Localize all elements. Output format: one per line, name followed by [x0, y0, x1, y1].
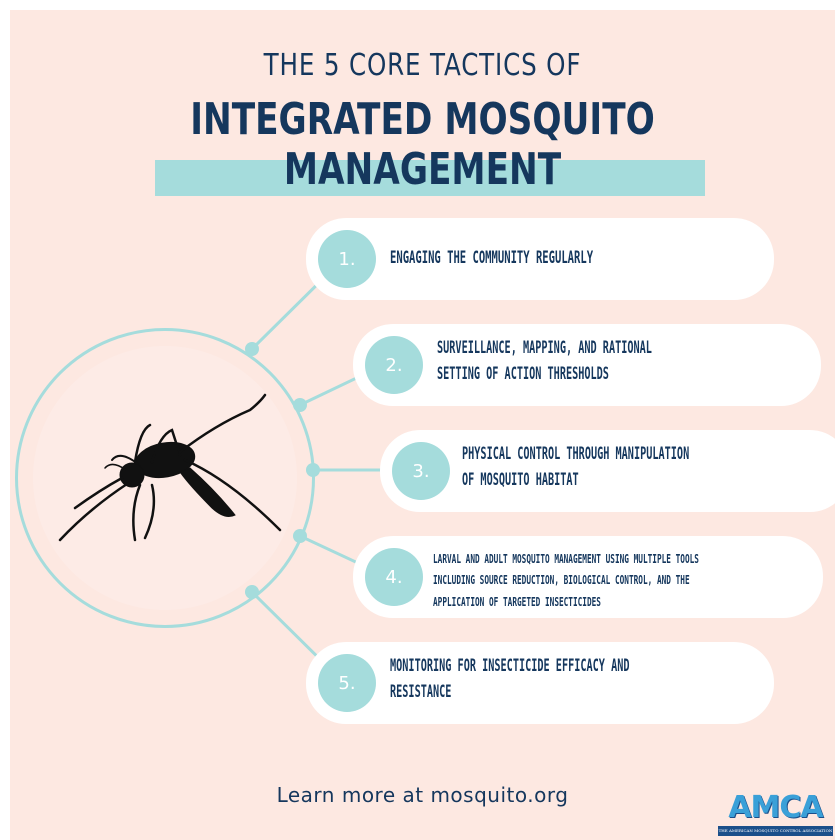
mosquito-icon — [58, 393, 282, 542]
amca-logo: AMCA THE AMERICAN MOSQUITO CONTROL ASSOC… — [718, 790, 833, 838]
tactic-number-2: 2. — [365, 336, 423, 394]
tactic-number-4: 4. — [365, 548, 423, 606]
tactic-2-line-2: SETTING OF ACTION THRESHOLDS — [437, 364, 609, 385]
tactic-text-1: ENGAGING THE COMMUNITY REGULARLY — [390, 245, 593, 271]
tactic-text-5: MONITORING FOR INSECTICIDE EFFICACY AND … — [390, 653, 630, 706]
tactic-number-1: 1. — [318, 230, 376, 288]
tactic-3-line-2: OF MOSQUITO HABITAT — [462, 470, 579, 491]
tactic-card-2: 2. SURVEILLANCE, MAPPING, AND RATIONAL S… — [353, 324, 821, 406]
connector-dot-3 — [306, 463, 320, 477]
infographic-canvas: THE 5 CORE TACTICS OF INTEGRATED MOSQUIT… — [10, 10, 835, 840]
tactic-4-line-1: LARVAL AND ADULT MOSQUITO MANAGEMENT USI… — [433, 551, 699, 566]
tactic-card-4: 4. LARVAL AND ADULT MOSQUITO MANAGEMENT … — [353, 536, 823, 618]
title-line-2: INTEGRATED MOSQUITO — [190, 94, 655, 145]
tactic-4-line-3: APPLICATION OF TARGETED INSECTICIDES — [433, 593, 601, 609]
title-highlight-bar — [155, 160, 705, 196]
footer-link-text[interactable]: Learn more at mosquito.org — [276, 783, 569, 807]
tactic-card-5: 5. MONITORING FOR INSECTICIDE EFFICACY A… — [306, 642, 774, 724]
connector-dot-2 — [293, 398, 307, 412]
mosquito-frame-circle — [15, 328, 315, 628]
tactic-number-3: 3. — [392, 442, 450, 500]
mosquito-frame-inner — [33, 346, 297, 610]
connector-dots — [245, 342, 320, 599]
logo-subtitle: THE AMERICAN MOSQUITO CONTROL ASSOCIATIO… — [718, 826, 833, 836]
tactic-text-2: SURVEILLANCE, MAPPING, AND RATIONAL SETT… — [437, 335, 652, 388]
tactic-card-3: 3. PHYSICAL CONTROL THROUGH MANIPULATION… — [380, 430, 835, 512]
connector-dot-5 — [245, 585, 259, 599]
connector-dot-1 — [245, 342, 259, 356]
tactic-5-line-2: RESISTANCE — [390, 682, 452, 703]
tactic-number-5: 5. — [318, 654, 376, 712]
tactic-2-line-1: SURVEILLANCE, MAPPING, AND RATIONAL — [437, 338, 652, 358]
connector-dot-4 — [293, 529, 307, 543]
tactic-3-line-1: PHYSICAL CONTROL THROUGH MANIPULATION — [462, 444, 690, 464]
tactic-text-3: PHYSICAL CONTROL THROUGH MANIPULATION OF… — [462, 441, 689, 494]
tactic-4-line-2: INCLUDING SOURCE REDUCTION, BIOLOGICAL C… — [433, 572, 690, 588]
title-line-3: MANAGEMENT — [283, 144, 562, 195]
tactic-5-line-1: MONITORING FOR INSECTICIDE EFFICACY AND — [390, 656, 630, 676]
tactic-1-line-1: ENGAGING THE COMMUNITY REGULARLY — [390, 248, 594, 268]
tactic-card-1: 1. ENGAGING THE COMMUNITY REGULARLY — [306, 218, 774, 300]
title-line-1: THE 5 CORE TACTICS OF — [263, 48, 582, 83]
tactic-text-4: LARVAL AND ADULT MOSQUITO MANAGEMENT USI… — [433, 548, 699, 612]
logo-wordmark: AMCA — [728, 790, 823, 825]
